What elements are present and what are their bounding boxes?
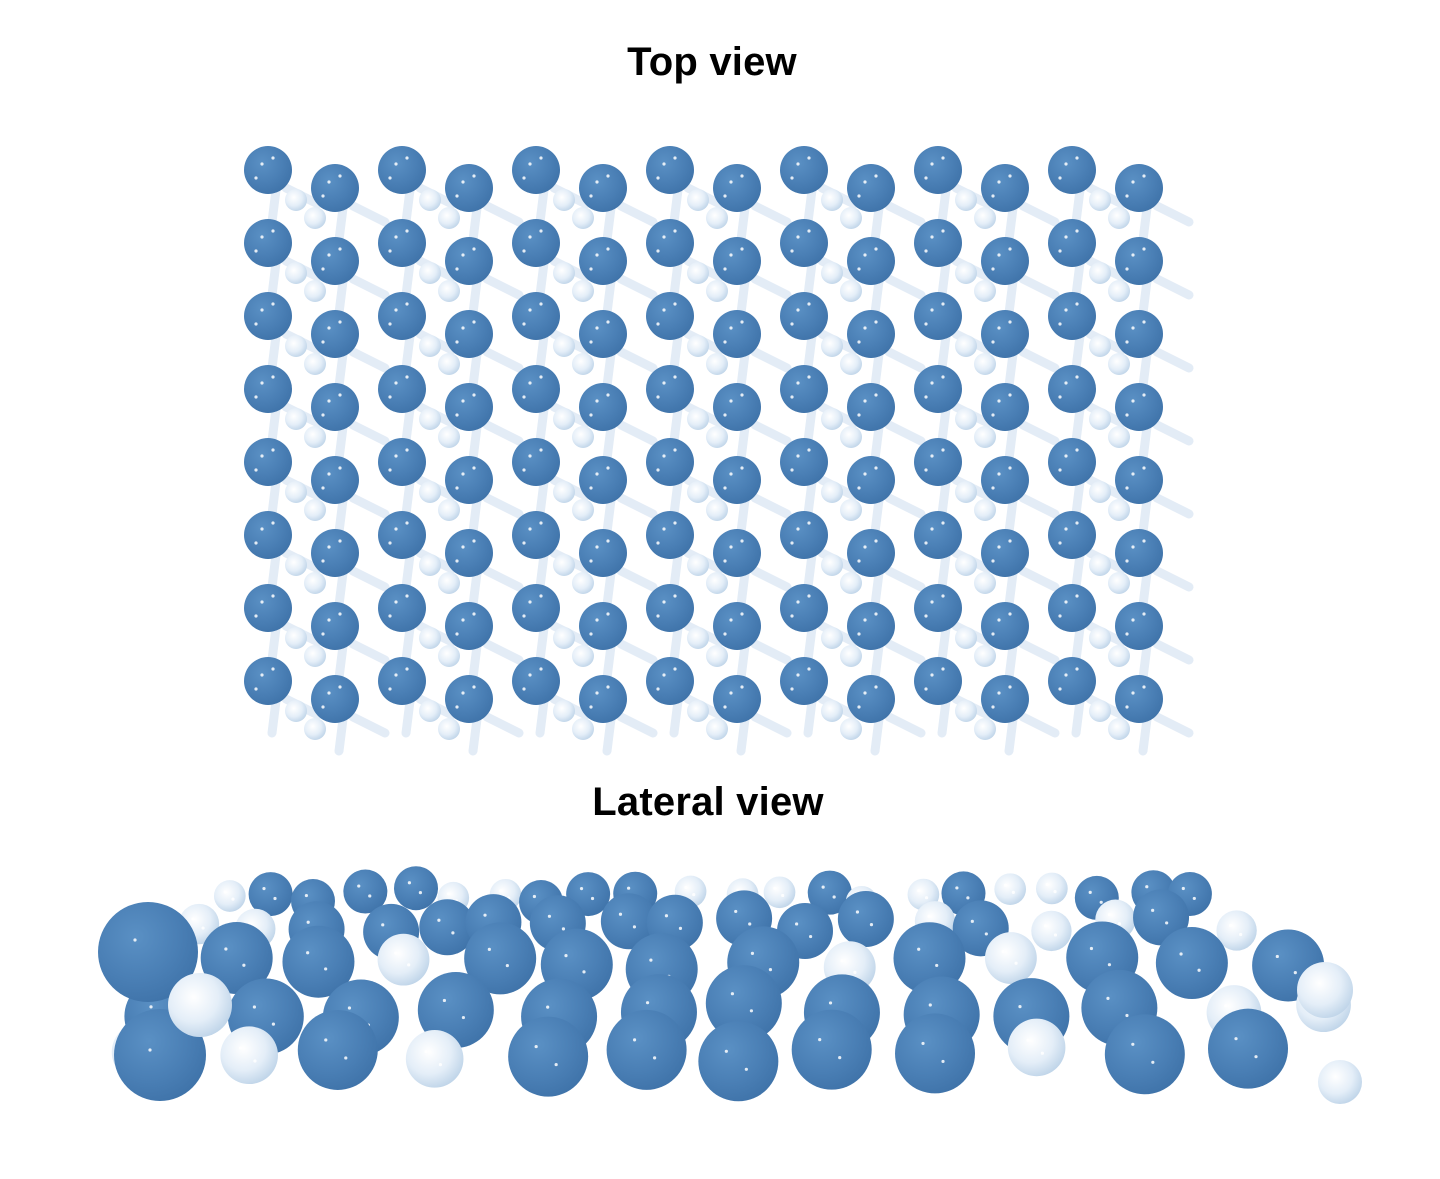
lateral-view-lattice [98, 866, 1362, 1104]
top-view-title: Top view [627, 40, 797, 84]
top-view-lattice [244, 146, 1194, 756]
lateral-view-title: Lateral view [592, 780, 824, 824]
